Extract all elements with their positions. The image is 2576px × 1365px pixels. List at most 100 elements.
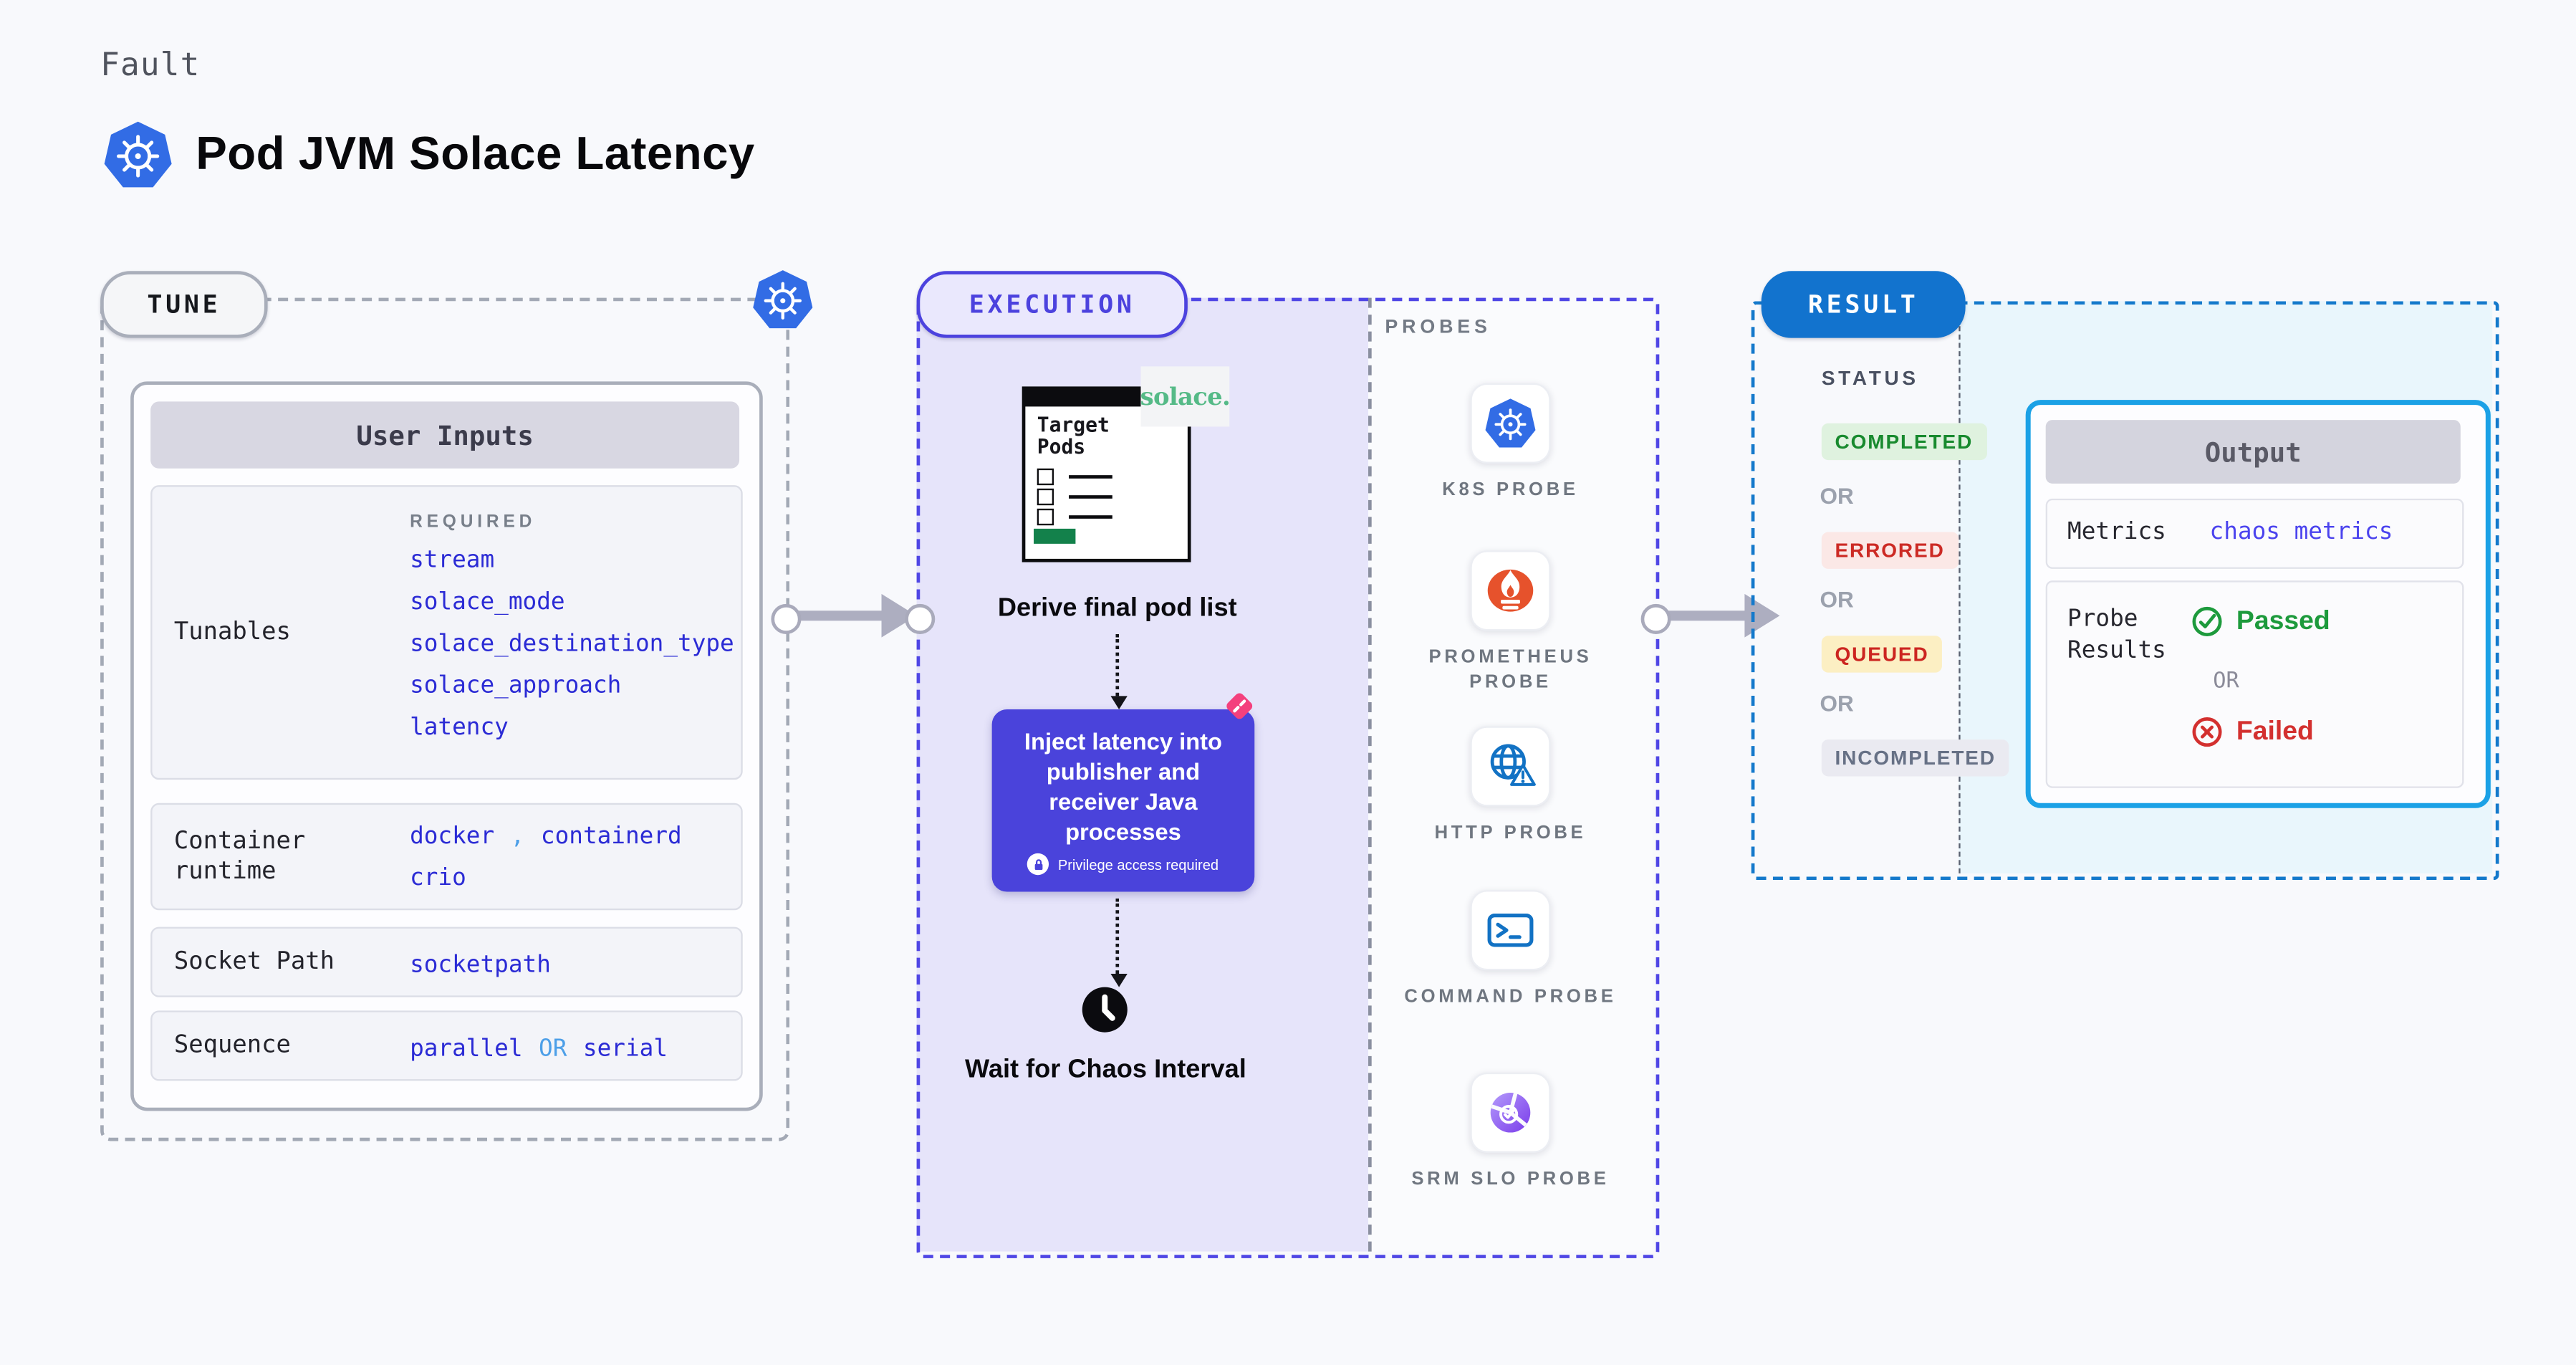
prometheus-icon [1482, 562, 1539, 619]
kubernetes-icon [751, 264, 814, 335]
checkbox-icon [1037, 508, 1054, 526]
flow-arrow-head [1744, 593, 1780, 638]
probe-item-http: HTTP PROBE [1368, 726, 1653, 846]
lock-icon [1027, 853, 1050, 876]
flow-arrow-start-dot [1640, 603, 1671, 634]
slo-pie-icon [1482, 1084, 1539, 1141]
probe-item-k8s: K8S PROBE [1368, 383, 1653, 504]
passed-label: Passed [2236, 606, 2330, 636]
flow-arrow-line [782, 610, 890, 621]
list-line [1069, 495, 1112, 499]
fault-eyebrow: Fault [100, 47, 201, 84]
user-inputs-card: User Inputs Tunables REQUIRED stream sol… [130, 381, 763, 1111]
derive-pod-list-label: Derive final pod list [997, 593, 1237, 623]
tunable-value: stream [410, 547, 495, 574]
chaos-icon [1223, 689, 1256, 723]
list-line [1069, 475, 1112, 479]
execution-panel [916, 297, 1660, 1258]
runtime-value: containerd [540, 823, 682, 851]
sequence-or: OR [539, 1035, 567, 1063]
tune-badge: TUNE [100, 271, 268, 338]
solace-logo: solace. [1140, 366, 1231, 427]
probe-item-srm-slo: SRM SLO PROBE [1368, 1072, 1653, 1193]
probe-card [1470, 890, 1551, 971]
status-heading: STATUS [1821, 366, 1919, 391]
runtime-separator: , [510, 823, 525, 851]
status-badge-completed: COMPLETED [1821, 423, 1986, 461]
runtime-value: crio [410, 865, 466, 892]
probe-item-prometheus: PROMETHEUS PROBE [1368, 550, 1653, 696]
flow-arrow-line [1652, 610, 1746, 621]
probe-label: HTTP PROBE [1434, 823, 1587, 843]
flow-connector [1115, 898, 1120, 974]
solace-logo-text: solace. [1140, 382, 1231, 411]
checkbox-icon [1037, 488, 1054, 506]
checkbox-icon [1037, 468, 1054, 486]
flow-arrow-end-dot [905, 603, 936, 634]
list-line [1069, 515, 1112, 519]
page-title: Pod JVM Solace Latency [196, 127, 755, 179]
runtime-value: docker [410, 823, 495, 851]
result-badge: RESULT [1761, 271, 1966, 338]
terminal-icon [1482, 902, 1539, 959]
sequence-value: serial [582, 1035, 668, 1063]
probe-results-row: Probe Results Passed OR Failed [2045, 580, 2464, 788]
probe-card [1470, 550, 1551, 631]
user-inputs-header: User Inputs [150, 401, 740, 469]
probe-label: PROMETHEUS PROBE [1428, 647, 1592, 693]
kubernetes-icon [1484, 396, 1537, 450]
probe-label: COMMAND PROBE [1404, 987, 1617, 1007]
pod-list-item [1037, 488, 1112, 506]
flow-connector [1115, 633, 1120, 696]
tunable-value: solace_destination_type [410, 631, 734, 658]
output-card: Output Metrics chaos metrics Probe Resul… [2025, 400, 2491, 808]
output-header: Output [2045, 420, 2461, 484]
metrics-row: Metrics chaos metrics [2045, 498, 2464, 569]
probe-item-command: COMMAND PROBE [1368, 890, 1653, 1010]
probe-card [1470, 726, 1551, 807]
probe-results-label: Probe Results [2067, 605, 2166, 664]
target-pods-window: Target Pods [1022, 386, 1191, 562]
container-runtime-label: Container runtime [173, 828, 306, 886]
probe-results-or: OR [2213, 669, 2239, 695]
metrics-label: Metrics [2067, 518, 2166, 546]
execution-badge: EXECUTION [916, 271, 1188, 338]
check-circle-icon [2191, 605, 2223, 637]
probe-card [1470, 1072, 1551, 1153]
flow-connector-arrow [1110, 973, 1127, 987]
socket-path-row: Socket Path socketpath [150, 926, 743, 997]
tunable-value: solace_approach [410, 672, 622, 700]
pod-list-item [1037, 508, 1112, 526]
flow-arrow-start-dot [771, 603, 802, 634]
flow-connector-arrow [1110, 696, 1127, 710]
metrics-value: chaos metrics [2209, 518, 2393, 546]
target-pods-title: Target Pods [1037, 413, 1110, 459]
execution-probes-divider [1368, 297, 1372, 1252]
tune-panel [100, 297, 790, 1141]
failed-label: Failed [2236, 717, 2314, 746]
status-badge-incompleted: INCOMPLETED [1821, 739, 2009, 777]
failed-result: Failed [2191, 716, 2314, 747]
probe-label: SRM SLO PROBE [1411, 1169, 1610, 1190]
tunables-label: Tunables [173, 618, 291, 646]
probe-card [1470, 383, 1551, 464]
kubernetes-icon [102, 117, 173, 192]
sequence-value: parallel [410, 1035, 523, 1063]
passed-result: Passed [2191, 605, 2330, 637]
tunable-value: solace_mode [410, 588, 565, 616]
tunables-row: Tunables REQUIRED stream solace_mode sol… [150, 485, 743, 780]
privilege-label: Privilege access required [1057, 856, 1219, 873]
probe-label: K8S PROBE [1442, 480, 1579, 501]
required-label: REQUIRED [410, 512, 537, 532]
progress-bar [1034, 528, 1076, 544]
sequence-row: Sequence parallel OR serial [150, 1010, 743, 1081]
wait-chaos-interval-label: Wait for Chaos Interval [965, 1055, 1246, 1085]
clock-icon [1080, 985, 1129, 1034]
sequence-label: Sequence [173, 1032, 291, 1060]
status-or: OR [1820, 483, 1854, 509]
status-or: OR [1820, 587, 1854, 613]
tunable-value: latency [410, 714, 509, 742]
inject-latency-text: Inject latency into publisher and receiv… [1024, 727, 1223, 846]
status-badge-errored: ERRORED [1821, 532, 1959, 569]
socket-path-value: socketpath [410, 952, 551, 979]
